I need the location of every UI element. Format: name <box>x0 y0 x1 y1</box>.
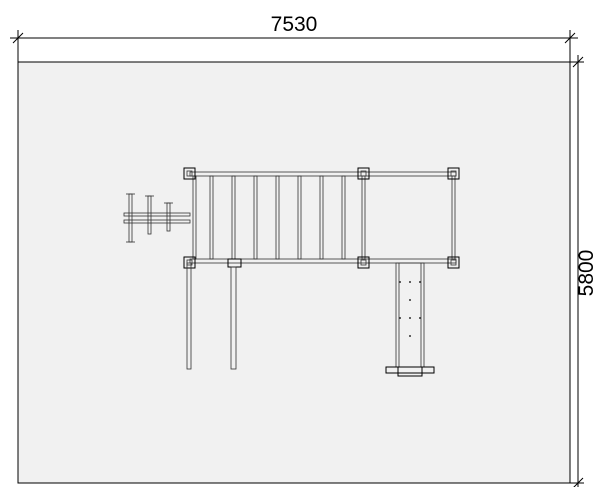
corner-posts <box>183 167 460 269</box>
height-dimension-label: 5800 <box>575 250 595 297</box>
play-structure <box>123 167 460 377</box>
side-bars <box>123 193 191 243</box>
monkey-bars <box>209 175 346 260</box>
support-poles <box>186 262 237 370</box>
height-dimension: 5800 <box>570 55 595 487</box>
plot-boundary <box>17 61 571 484</box>
slide <box>385 262 435 377</box>
width-dimension-label: 7530 <box>271 13 318 36</box>
width-dimension: 7530 <box>10 13 578 62</box>
